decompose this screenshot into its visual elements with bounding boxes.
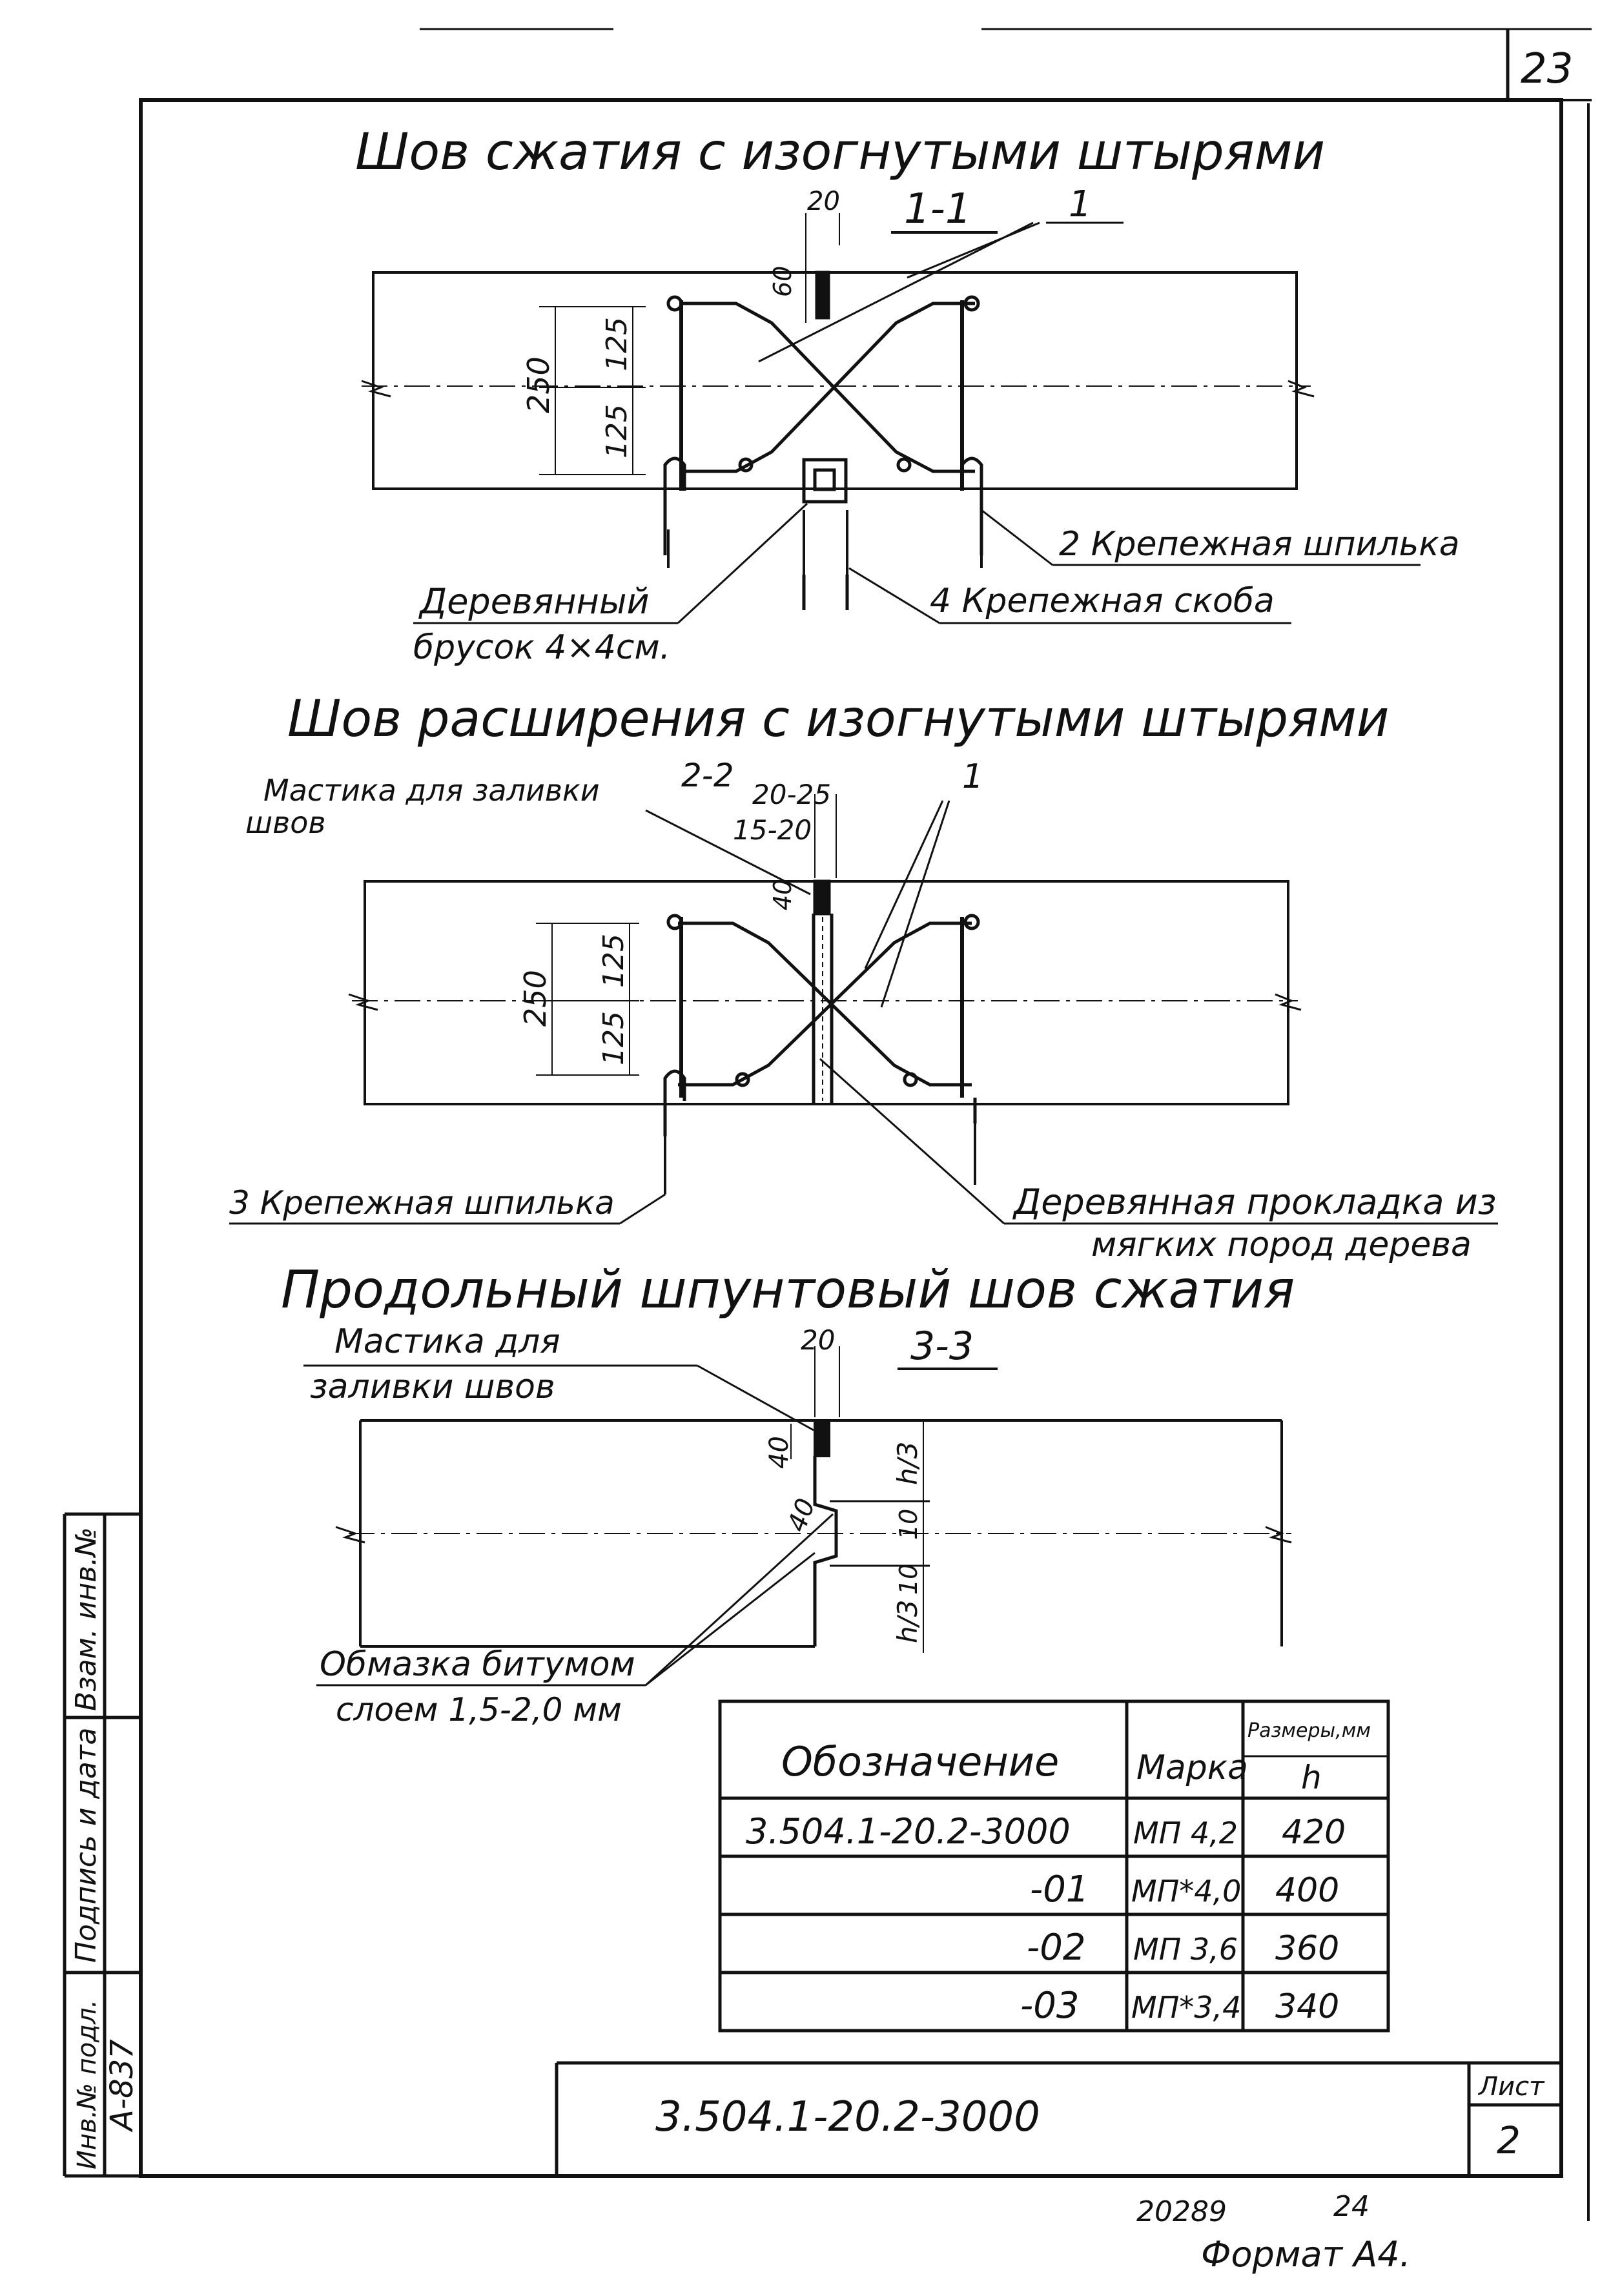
title-block-code: 3.504.1-20.2-3000 xyxy=(655,2093,1040,2141)
section-1-dim-bottom: 125 xyxy=(600,404,633,458)
section-1-bracket-label: 4 Крепежная скоба xyxy=(930,582,1275,620)
table-row-mark: МП*3,4 xyxy=(1131,1990,1241,2025)
section-3-dim-width: 20 xyxy=(801,1324,835,1356)
section-2-pin-label: 3 Крепежная шпилька xyxy=(229,1184,615,1222)
title-block-sheet-label: Лист xyxy=(1477,2072,1545,2102)
table-header-sizes: Размеры,мм xyxy=(1247,1719,1371,1742)
section-1-dim-top: 125 xyxy=(600,317,633,371)
section-1-leaders xyxy=(413,221,1421,624)
section-2-mark: 2-2 xyxy=(681,757,734,794)
section-2-dim-total: 250 xyxy=(518,970,553,1027)
section-1-title: Шов сжатия с изогнутыми штырями xyxy=(355,123,1325,181)
page-number: 23 xyxy=(1521,45,1573,93)
section-3-bitumen-label-1: Обмазка битумом xyxy=(320,1645,635,1684)
section-2: Шов расширения с изогнутыми штырями 2-2 … xyxy=(229,690,1498,1264)
section-2-callout: 1 xyxy=(962,757,983,796)
section-3: Продольный шпунтовый шов сжатия 3-3 Маст… xyxy=(281,1260,1295,1728)
stamp-inv-repl: Взам. инв.№ xyxy=(70,1527,103,1711)
table-row-mark: МП 3,6 xyxy=(1133,1932,1238,1967)
section-1-dim-width: 20 xyxy=(807,187,840,216)
section-3-mastic-label-2: заливки швов xyxy=(310,1368,555,1406)
section-2-dim-gap: 15-20 xyxy=(733,814,812,846)
table-header-h: h xyxy=(1301,1759,1322,1796)
section-1-dimensions xyxy=(539,306,646,475)
section-1-block-label-1: Деревянный xyxy=(418,581,650,622)
section-2-joint xyxy=(663,794,980,1194)
sheet-frame xyxy=(139,28,1592,2221)
section-2-title: Шов расширения с изогнутыми штырями xyxy=(287,690,1389,748)
stamp-inv-orig: Инв.№ подл. xyxy=(72,2000,102,2169)
table-row-h: 400 xyxy=(1275,1871,1339,1910)
title-block: 3.504.1-20.2-3000 Лист 2 xyxy=(555,2061,1561,2176)
table-row-designation: -01 xyxy=(1030,1869,1089,1911)
title-block-sheet-number: 2 xyxy=(1497,2118,1521,2162)
section-2-dim-depth: 40 xyxy=(768,879,797,910)
table-row-designation: 3.504.1-20.2-3000 xyxy=(746,1811,1071,1852)
section-2-leaders xyxy=(229,800,1498,1225)
side-stamp: Взам. инв.№ Подпись и дата Инв.№ подл. А… xyxy=(63,1512,141,2178)
section-2-pad-label-1: Деревянная прокладка из xyxy=(1012,1182,1496,1222)
section-3-dim-10-bottom: 10 xyxy=(894,1564,923,1595)
section-2-mastic-label-1: Мастика для заливки xyxy=(263,773,600,808)
table-row-h: 340 xyxy=(1275,1987,1339,2026)
stamp-inv-value: А-837 xyxy=(104,2039,140,2133)
section-1-joint xyxy=(663,213,983,610)
bottom-number-2: 24 xyxy=(1333,2190,1370,2223)
table-row-h: 360 xyxy=(1275,1929,1339,1968)
section-3-dim-h3-bottom: h/3 xyxy=(892,1600,923,1644)
table-row-designation: -03 xyxy=(1020,1985,1079,2027)
section-3-dim-10-top: 10 xyxy=(894,1509,923,1540)
section-2-dim-bottom: 125 xyxy=(597,1011,630,1065)
section-1: Шов сжатия с изогнутыми штырями 1-1 1 xyxy=(355,123,1460,667)
section-3-leaders xyxy=(316,1364,834,1686)
section-3-slab xyxy=(335,1419,1292,1648)
table-header-mark: Марка xyxy=(1136,1748,1248,1787)
table-row-mark: МП 4,2 xyxy=(1133,1816,1238,1850)
section-2-dimensions xyxy=(536,923,639,1076)
bottom-number-1: 20289 xyxy=(1136,2195,1227,2228)
section-3-title: Продольный шпунтовый шов сжатия xyxy=(281,1260,1295,1320)
table-row-h: 420 xyxy=(1282,1813,1346,1852)
section-1-mark: 1-1 xyxy=(904,185,972,233)
section-2-dim-width: 20-25 xyxy=(752,779,831,810)
table-row-designation: -02 xyxy=(1027,1927,1085,1969)
section-3-mark: 3-3 xyxy=(910,1324,974,1369)
section-3-mastic-label-1: Мастика для xyxy=(334,1322,560,1361)
table-header-designation: Обозначение xyxy=(781,1738,1059,1785)
section-1-pin-label: 2 Крепежная шпилька xyxy=(1059,525,1460,564)
marks-table: Обозначение Марка Размеры,мм h 3.504.1-2… xyxy=(718,1699,1390,2033)
section-1-callout: 1 xyxy=(1069,183,1092,225)
section-1-slab xyxy=(361,271,1315,490)
section-1-dim-total: 250 xyxy=(521,356,556,413)
section-3-bitumen-label-2: слоем 1,5-2,0 мм xyxy=(336,1691,622,1728)
section-3-dim-h3-top: h/3 xyxy=(892,1442,923,1486)
section-2-mastic-label-2: швов xyxy=(245,805,325,840)
stamp-sign-date: Подпись и дата xyxy=(70,1728,103,1963)
section-1-block-label-2: брусок 4×4см. xyxy=(413,628,670,667)
format-label: Формат А4. xyxy=(1201,2234,1411,2275)
section-3-dimensions xyxy=(790,1346,924,1653)
table-row-mark: МП*4,0 xyxy=(1131,1874,1241,1909)
section-3-dim-depth: 40 xyxy=(764,1436,794,1469)
section-2-dim-top: 125 xyxy=(597,934,630,988)
section-2-pad-label-2: мягких пород дерева xyxy=(1091,1225,1472,1264)
section-1-dim-depth: 60 xyxy=(768,266,797,297)
